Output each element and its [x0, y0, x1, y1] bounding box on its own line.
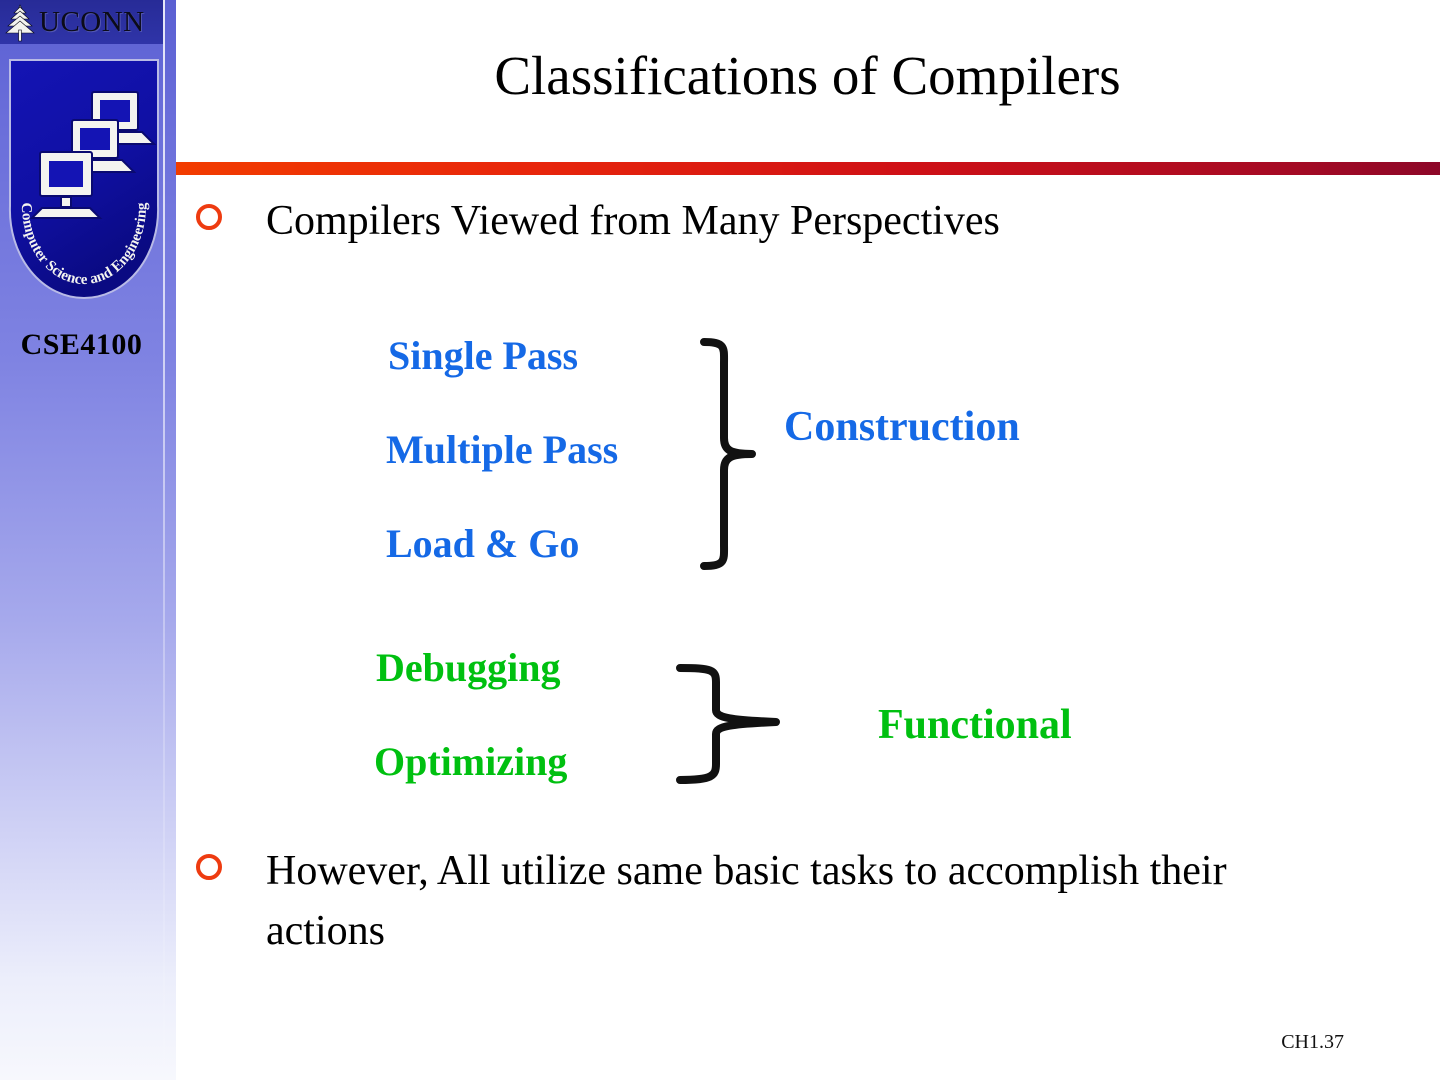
curly-brace-functional-icon: [676, 664, 780, 784]
group-construction-item-multiple-pass: Multiple Pass: [386, 427, 619, 472]
bullet-text-2: However, All utilize same basic tasks to…: [266, 848, 1227, 954]
group-construction-item-single-pass: Single Pass: [388, 333, 579, 378]
bullet-item-1: Compilers Viewed from Many Perspectives: [196, 192, 1396, 252]
bullet-text-1: Compilers Viewed from Many Perspectives: [266, 198, 1000, 244]
ring-bullet-icon: [196, 204, 222, 230]
shield-icon: Computer Science and Engineering: [8, 59, 160, 300]
oak-tree-icon: [5, 4, 35, 42]
group-functional-item-optimizing: Optimizing: [374, 739, 568, 784]
group-functional-item-debugging: Debugging: [376, 645, 561, 690]
uconn-wordmark: UCONN: [39, 5, 145, 38]
sidebar: UCONN: [0, 0, 176, 1080]
slide-number: CH1.37: [1281, 1031, 1344, 1053]
page-title: Classifications of Compilers: [494, 45, 1121, 106]
title-divider-bar: [176, 162, 1440, 175]
curly-brace-construction-icon: [700, 338, 756, 570]
group-construction-item-load-and-go: Load & Go: [386, 521, 580, 566]
cse-shield-emblem: Computer Science and Engineering: [6, 56, 162, 304]
sidebar-edge-highlight: [163, 0, 165, 1080]
group-functional-label: Functional: [878, 702, 1072, 748]
ring-bullet-icon: [196, 854, 222, 880]
course-code-label: CSE4100: [20, 328, 143, 361]
bullet-item-2: However, All utilize same basic tasks to…: [196, 842, 1256, 961]
uconn-banner: UCONN: [0, 0, 163, 44]
group-construction-label: Construction: [784, 404, 1020, 450]
